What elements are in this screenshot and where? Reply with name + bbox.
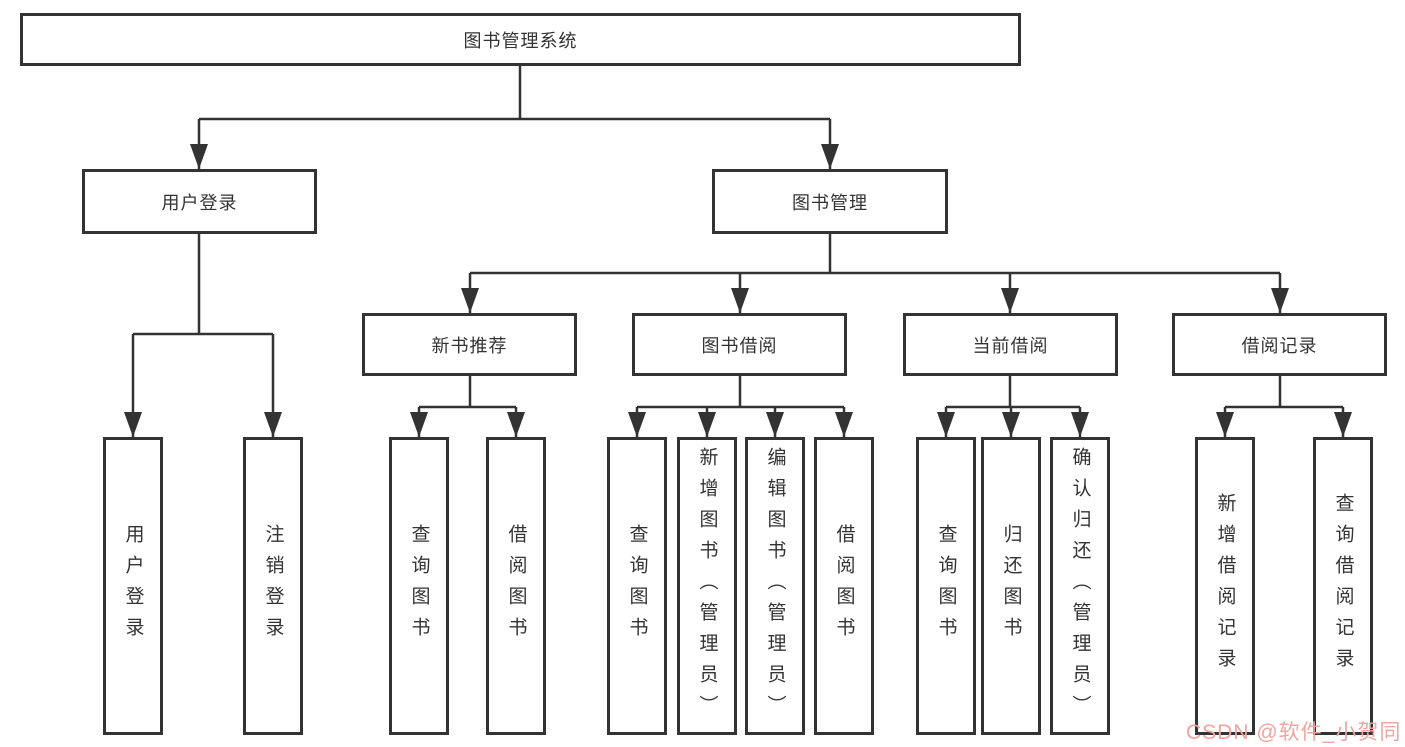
leaf-recommend-query-books: 查询图书 — [389, 437, 449, 735]
leaf-records-add-borrow-record: 新增借阅记录 — [1195, 437, 1255, 735]
leaf-label: 查询图书 — [935, 524, 957, 648]
arrowhead-icon — [1334, 412, 1352, 437]
leaf-current-confirm-return-admin: 确认归还（管理员） — [1050, 437, 1110, 735]
leaf-user-login: 用户登录 — [103, 437, 163, 735]
arrowhead-icon — [628, 412, 646, 437]
leaf-label: 归还图书 — [1000, 524, 1022, 648]
arrowhead-icon — [835, 412, 853, 437]
arrowhead-icon — [1271, 288, 1289, 313]
leaf-logout-login: 注销登录 — [243, 437, 303, 735]
leaf-label: 查询借阅记录 — [1332, 493, 1354, 679]
leaf-label: 编辑图书（管理员） — [764, 446, 786, 726]
leaf-label: 查询图书 — [408, 524, 430, 648]
arrowheads — [124, 144, 1352, 437]
node-user-login: 用户登录 — [82, 169, 317, 234]
leaf-borrow-query-books: 查询图书 — [607, 437, 667, 735]
leaf-current-query-books: 查询图书 — [916, 437, 976, 735]
node-book-borrowing: 图书借阅 — [632, 313, 847, 376]
leaf-label: 新增借阅记录 — [1214, 493, 1236, 679]
node-label: 图书管理系统 — [463, 30, 578, 51]
arrowhead-icon — [937, 412, 955, 437]
leaf-label: 确认归还（管理员） — [1069, 446, 1091, 726]
arrowhead-icon — [821, 144, 839, 169]
node-library-management-system: 图书管理系统 — [20, 13, 1021, 66]
leaf-recommend-borrow-books: 借阅图书 — [486, 437, 546, 735]
node-label: 当前借阅 — [972, 335, 1049, 356]
node-book-management: 图书管理 — [712, 169, 948, 234]
leaf-label: 注销登录 — [262, 524, 284, 648]
arrowhead-icon — [410, 412, 428, 437]
arrowhead-icon — [190, 144, 208, 169]
connector-path — [131, 65, 1345, 437]
leaf-borrow-borrow-books: 借阅图书 — [814, 437, 874, 735]
leaf-label: 借阅图书 — [505, 524, 527, 648]
leaf-borrow-edit-books-admin: 编辑图书（管理员） — [745, 437, 805, 735]
node-label: 用户登录 — [161, 192, 238, 213]
arrowhead-icon — [1002, 412, 1020, 437]
arrowhead-icon — [507, 412, 525, 437]
arrowhead-icon — [1216, 412, 1234, 437]
leaf-label: 用户登录 — [122, 524, 144, 648]
node-label: 图书管理 — [792, 192, 868, 213]
arrowhead-icon — [124, 412, 142, 437]
leaf-label: 借阅图书 — [833, 524, 855, 648]
leaf-records-query-borrow-record: 查询借阅记录 — [1313, 437, 1373, 735]
arrowhead-icon — [461, 288, 479, 313]
arrowhead-icon — [698, 412, 716, 437]
leaf-current-return-books: 归还图书 — [981, 437, 1041, 735]
leaf-label: 新增图书（管理员） — [696, 446, 718, 726]
node-current-borrowing: 当前借阅 — [903, 313, 1118, 376]
arrowhead-icon — [1071, 412, 1089, 437]
arrowhead-icon — [731, 288, 749, 313]
node-label: 图书借阅 — [701, 335, 778, 356]
node-label: 借阅记录 — [1241, 335, 1318, 356]
arrowhead-icon — [766, 412, 784, 437]
node-borrowing-records: 借阅记录 — [1172, 313, 1387, 376]
arrowhead-icon — [1001, 288, 1019, 313]
node-label: 新书推荐 — [431, 335, 508, 356]
node-new-book-recommendation: 新书推荐 — [362, 313, 577, 376]
arrowhead-icon — [264, 412, 282, 437]
watermark: CSDN @软件_小贺同学 — [1186, 721, 1402, 744]
leaf-borrow-add-books-admin: 新增图书（管理员） — [677, 437, 737, 735]
leaf-label: 查询图书 — [626, 524, 648, 648]
